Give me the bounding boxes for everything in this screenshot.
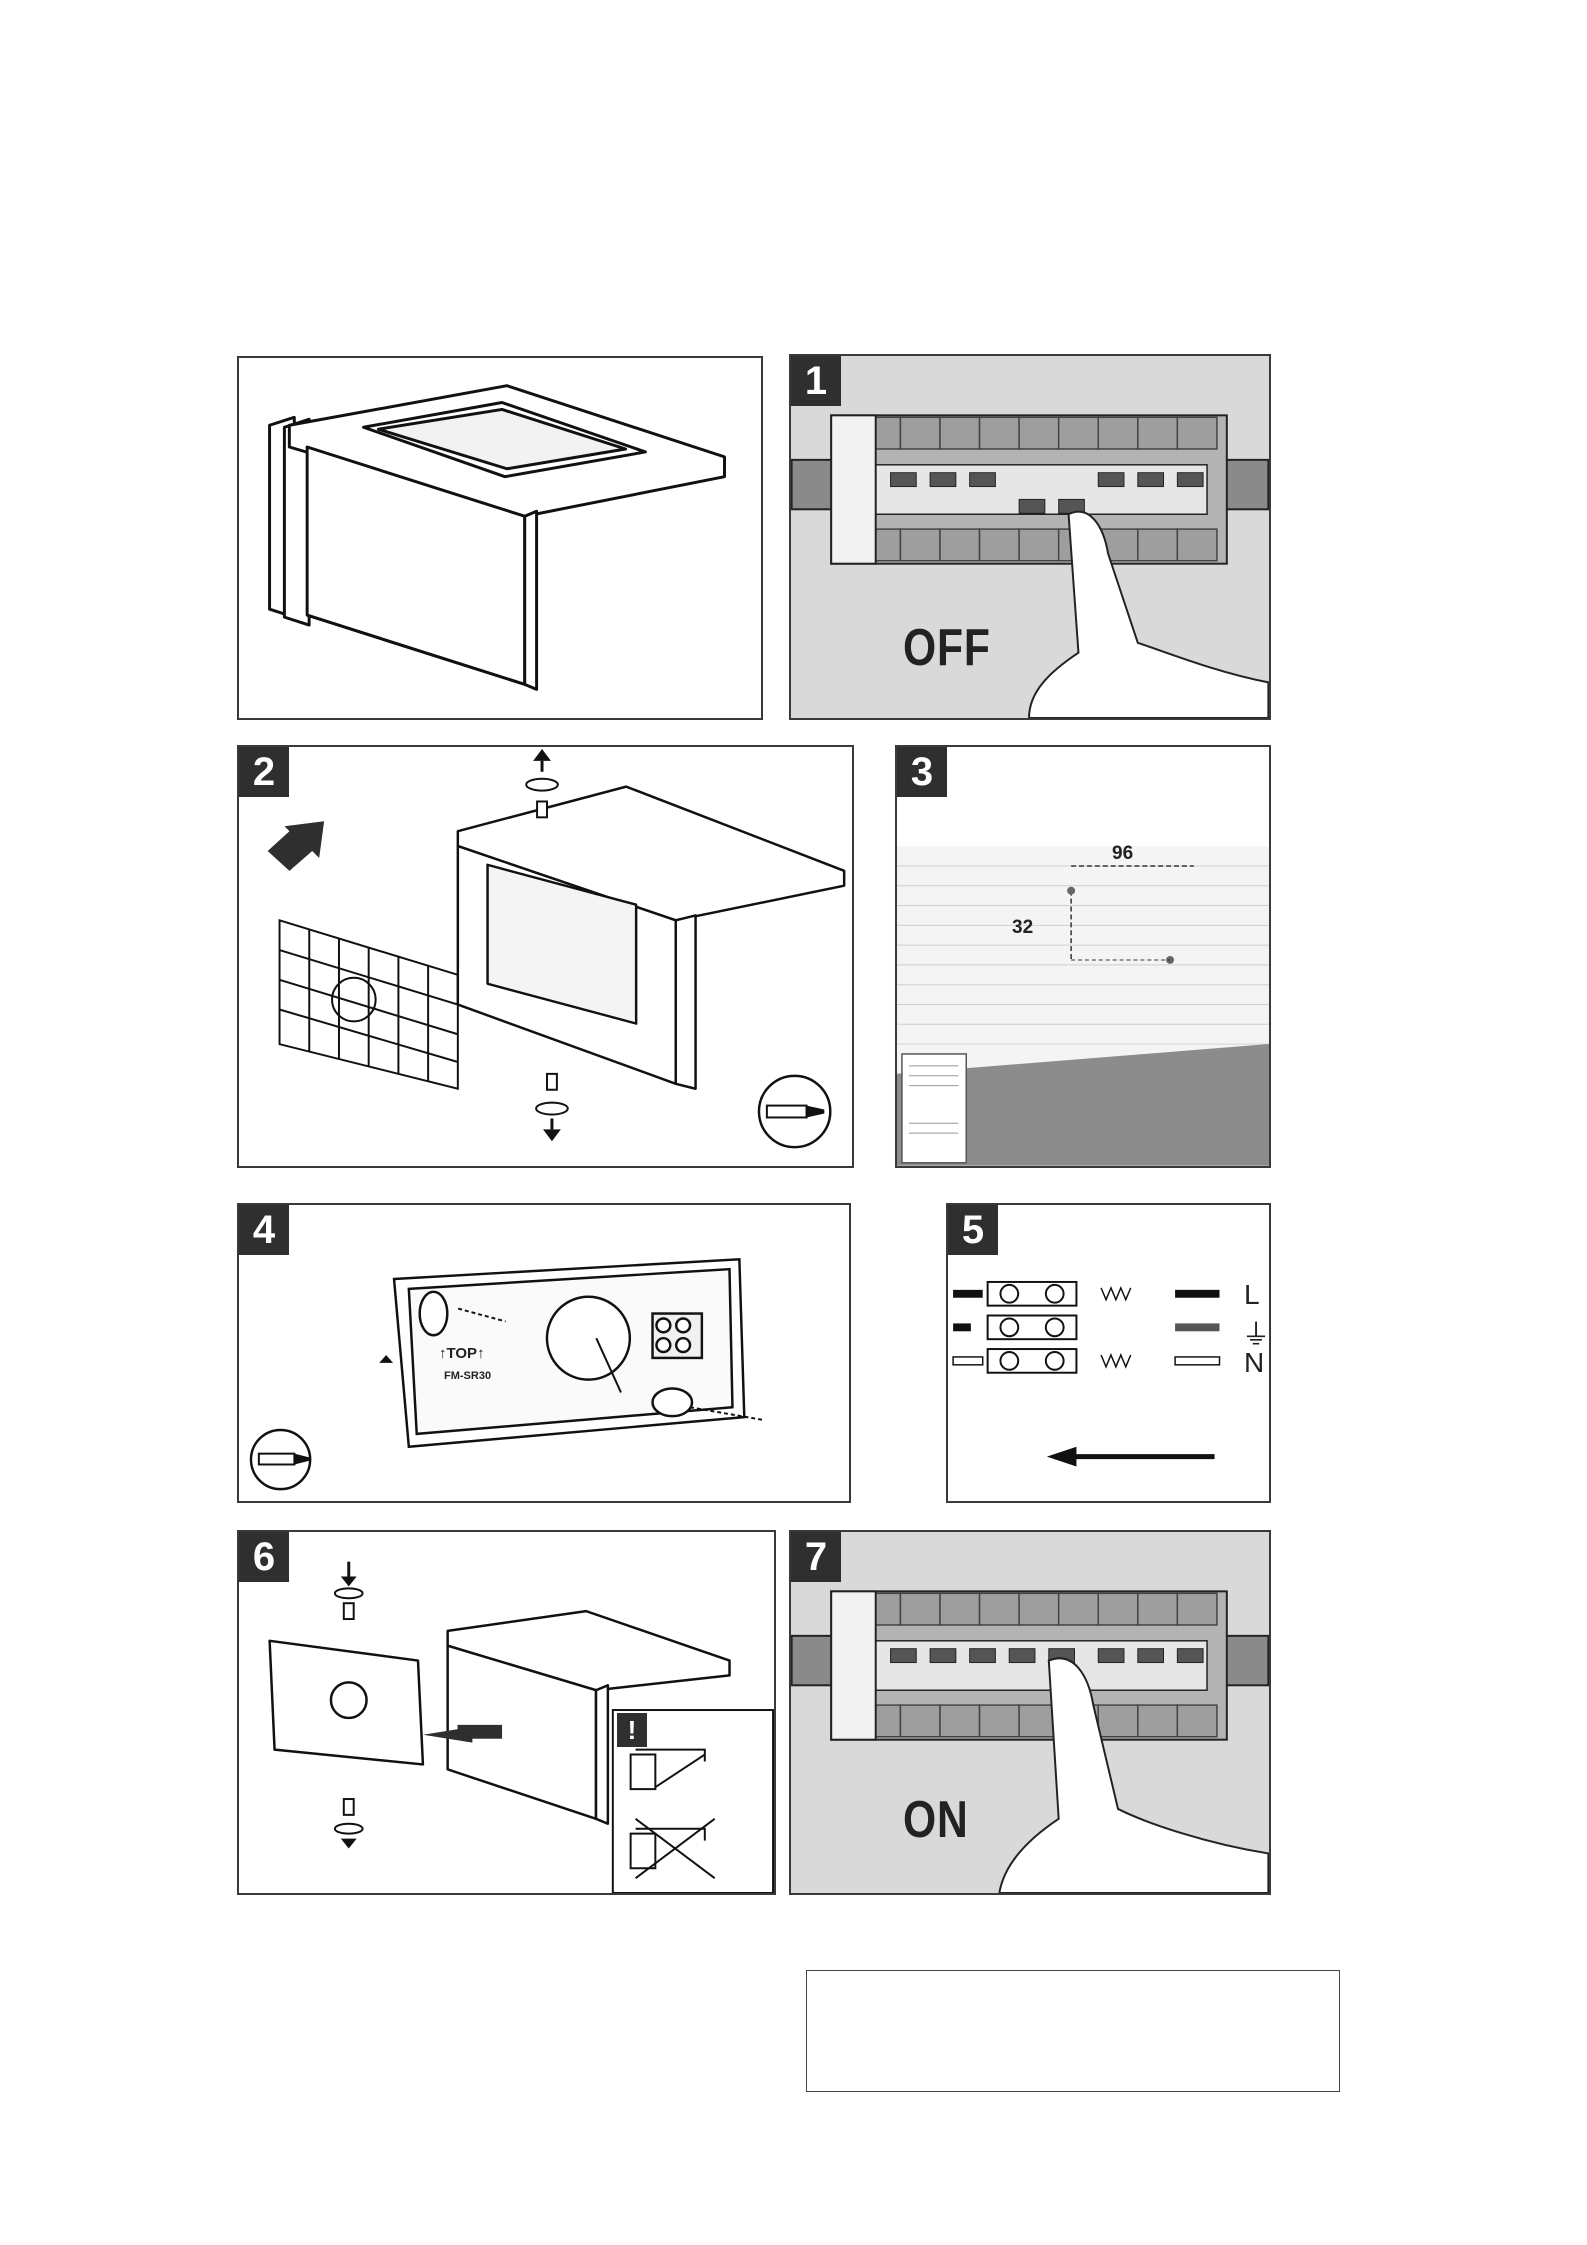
arrow-left-icon — [268, 821, 324, 871]
panel-fixture-overview — [237, 356, 763, 720]
step-number-2: 2 — [239, 747, 289, 797]
off-label: OFF — [903, 618, 991, 678]
arrow-left-icon — [1047, 1447, 1077, 1467]
step-number-7: 7 — [791, 1532, 841, 1582]
step-number-4: 4 — [239, 1205, 289, 1255]
warning-icon: ! — [617, 1713, 647, 1747]
wire-label-live: L — [1244, 1279, 1260, 1311]
light-fixture-illustration — [239, 358, 761, 718]
panel-step-5-wiring: L ⏚ N 5 — [946, 1203, 1271, 1503]
panel-step-3-mark-wall: 96 32 3 — [895, 745, 1271, 1168]
screwdriver-icon — [251, 1430, 310, 1489]
step-number-1: 1 — [791, 356, 841, 406]
fuse-box-icon — [791, 356, 1269, 718]
grille-cover — [280, 920, 458, 1088]
step-number-6: 6 — [239, 1532, 289, 1582]
wall-icon — [897, 747, 1269, 1166]
on-label: ON — [903, 1790, 969, 1850]
screwdriver-icon — [759, 1076, 830, 1147]
panel-step-2-remove-cover: 2 — [237, 745, 854, 1168]
blank-label-box — [806, 1970, 1340, 2092]
step-number-3: 3 — [897, 747, 947, 797]
model-label: FM-SR30 — [444, 1370, 491, 1382]
step-number-5: 5 — [948, 1205, 998, 1255]
panel-step-4-mount-base: ↑TOP↑ FM-SR30 4 — [237, 1203, 851, 1503]
dimension-96: 96 — [1112, 843, 1133, 865]
wire-label-neutral: N — [1244, 1347, 1264, 1379]
dimension-32: 32 — [1012, 917, 1033, 939]
panel-step-1-switch-off: OFF 1 — [789, 354, 1271, 720]
panel-step-6-attach-cover: ! 6 — [237, 1530, 776, 1895]
top-label: ↑TOP↑ — [439, 1345, 485, 1362]
fuse-box-icon — [791, 1532, 1269, 1893]
panel-step-7-switch-on: ON 7 — [789, 1530, 1271, 1895]
